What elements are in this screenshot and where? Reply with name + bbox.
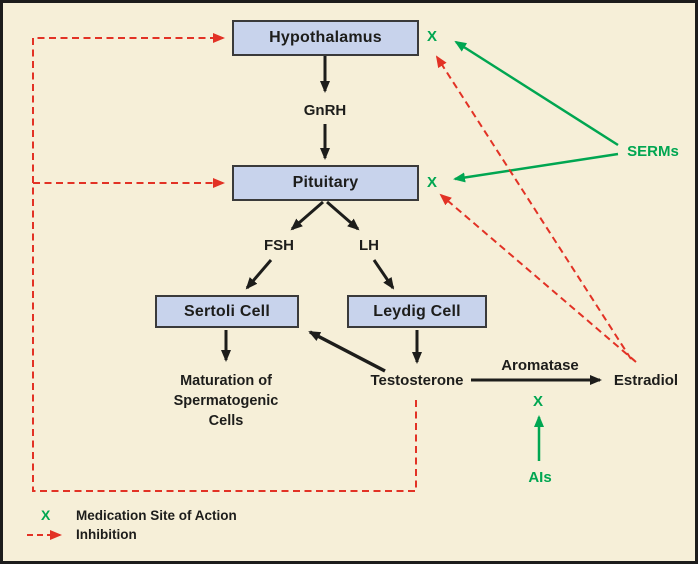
aromatase-label: Aromatase: [501, 357, 579, 374]
fsh-label: FSH: [264, 237, 294, 254]
maturation-label: Maturation of Spermatogenic Cells: [151, 371, 301, 431]
diagram-arrows: [27, 33, 637, 540]
gnrh-label: GnRH: [303, 102, 347, 119]
legend-site-marker-label: Medication Site of Action: [76, 508, 237, 523]
maturation-line-3: Cells: [208, 413, 244, 429]
testosterone-label: Testosterone: [370, 372, 464, 389]
site-marker-aromatase: X: [533, 393, 544, 410]
arrow-testosterone-inhibits-hypothalamus: [32, 33, 417, 492]
sertoli-cell-box: Sertoli Cell: [155, 295, 299, 328]
arrow-estradiol-inhibits-pituitary: [439, 193, 637, 363]
lh-label: LH: [359, 237, 379, 254]
legend-site-marker-symbol: X: [41, 507, 51, 523]
maturation-line-2: Spermatogenic: [173, 393, 279, 409]
arrow-pituitary-to-lh: [326, 200, 360, 231]
arrow-pituitary-to-fsh: [290, 200, 324, 231]
maturation-line-1: Maturation of: [180, 373, 272, 389]
legend-inhibition-label: Inhibition: [76, 527, 137, 542]
site-marker-pituitary: X: [427, 174, 438, 191]
hypothalamus-box: Hypothalamus: [232, 20, 419, 56]
arrow-serms-to-pituitary-site: [453, 152, 619, 183]
site-marker-hypothalamus: X: [427, 28, 438, 45]
pituitary-box: Pituitary: [232, 165, 419, 201]
arrow-fsh-to-sertoli: [245, 259, 273, 290]
arrow-serms-to-hypothalamus-site: [454, 40, 619, 147]
ais-label: AIs: [528, 469, 552, 486]
serms-label: SERMs: [627, 143, 679, 160]
arrow-lh-to-leydig: [372, 259, 395, 290]
leydig-cell-box: Leydig Cell: [347, 295, 487, 328]
arrow-testosterone-to-sertoli: [308, 330, 386, 373]
estradiol-label: Estradiol: [613, 372, 679, 389]
arrow-estradiol-inhibits-hypothalamus: [435, 55, 632, 360]
